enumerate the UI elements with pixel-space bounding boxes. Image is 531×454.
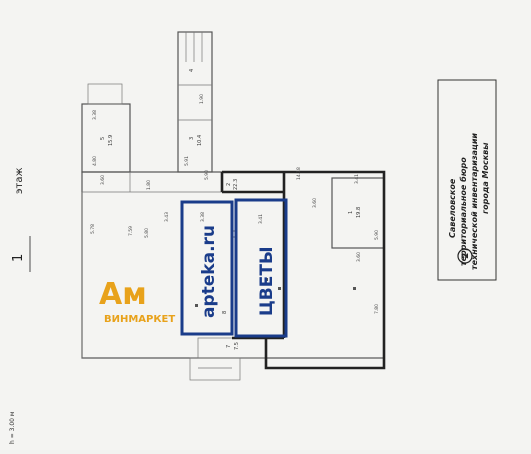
dim-19: 5.90 — [204, 170, 210, 180]
dim-16: 3.41 — [354, 174, 360, 184]
dim-14: 3.60 — [356, 252, 362, 262]
dim-9: 3.38 — [200, 212, 206, 222]
dim-13: 7.80 — [374, 304, 380, 314]
logo-mark: Ам — [99, 277, 147, 312]
pillar-2 — [278, 287, 281, 290]
stamp-number: 2 — [461, 253, 471, 259]
floor-label: этаж — [14, 168, 25, 194]
dim-3: 5.91 — [184, 156, 190, 166]
flowers-label: ЦВЕТЫ — [257, 246, 277, 316]
stamp-number-circle — [457, 248, 473, 264]
floor-number: 1 — [11, 254, 26, 262]
dim-8: 3.43 — [164, 212, 170, 222]
pillar-5 — [265, 278, 268, 281]
dim-11: 3.60 — [312, 198, 318, 208]
dim-10: 3.41 — [258, 214, 264, 224]
floor-title: 1 этаж h = 3.00 м — [9, 168, 31, 444]
room-2-area: 22.3 — [233, 179, 239, 190]
stamp-frame — [437, 79, 497, 281]
flowers-box — [234, 198, 288, 338]
height-note: h = 3.00 м — [9, 412, 16, 444]
apteka-label: apteka.ru — [199, 225, 219, 318]
bti-stamp: Савеловское территориальное бюро техниче… — [437, 79, 497, 281]
vinmarket-logo: Ам ВИНМАРКЕТ — [99, 277, 175, 325]
stamp-line-1: Савеловское — [448, 178, 457, 238]
logo-caption: ВИНМАРКЕТ — [104, 314, 175, 325]
room-3-number: 3 — [189, 137, 195, 140]
leased-area-outline — [222, 170, 386, 370]
apteka-box — [180, 200, 234, 336]
pillar-4 — [195, 304, 198, 307]
dim-5: 5.78 — [90, 224, 96, 234]
room-7-area: 7.5 — [234, 342, 240, 350]
dim-18: 1.90 — [199, 94, 205, 104]
room-8-number: 8 — [222, 311, 228, 314]
pillar-3 — [353, 287, 356, 290]
dim-15: 14.18 — [296, 167, 302, 180]
stamp-line-2: территориальное бюро — [458, 157, 468, 266]
stamp-line-4: города Москвы — [481, 142, 490, 214]
room-1-number: 1 — [348, 211, 354, 214]
room-2-number: 2 — [226, 183, 232, 186]
entrance-porch — [189, 357, 241, 381]
room-1-area: 19.8 — [356, 207, 362, 218]
room-5-number: 5 — [100, 137, 106, 140]
dim-7: 5.80 — [144, 228, 150, 238]
dim-1: 3.38 — [92, 110, 98, 120]
room-7-number: 7 — [226, 345, 232, 348]
dim-17: 1.80 — [146, 180, 152, 190]
room-4-number: 4 — [189, 69, 195, 72]
dim-12: 5.90 — [374, 230, 380, 240]
room-3-area: 10.4 — [197, 135, 203, 146]
annex-top-outline — [87, 83, 123, 105]
dimension-labels: 3.38 4.80 5.91 3.60 5.78 7.59 5.80 3.43 … — [90, 94, 380, 314]
room-labels: 5 15.9 4 3 10.4 2 22.3 1 19.8 7 7.5 8 — [100, 69, 362, 350]
stamp-line-3: технической инвентаризации — [470, 133, 479, 270]
dim-4: 3.60 — [100, 175, 106, 185]
dim-6: 7.59 — [128, 226, 134, 236]
dim-2: 4.80 — [92, 156, 98, 166]
room-5-area: 15.9 — [108, 135, 114, 146]
